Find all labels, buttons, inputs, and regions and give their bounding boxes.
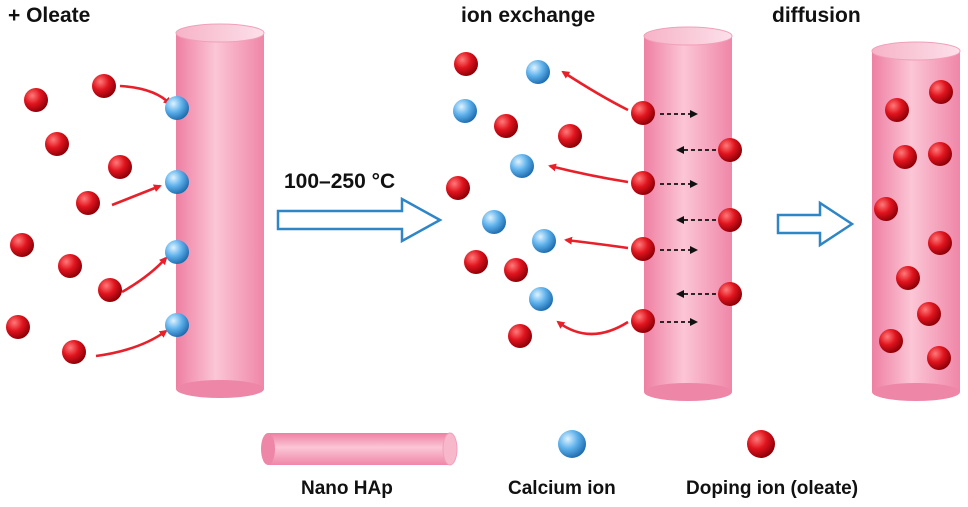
- calcium-ion: [165, 240, 189, 264]
- oleate-label: + Oleate: [8, 4, 91, 27]
- doping-ion: [24, 88, 48, 112]
- process-arrow-heat: [276, 196, 443, 244]
- doping-ion: [928, 231, 952, 255]
- doping-ion: [108, 155, 132, 179]
- red-arrow: [95, 329, 168, 358]
- panel3-doping-ions: [874, 80, 953, 370]
- red-arrow: [111, 184, 162, 207]
- doping-ion: [62, 340, 86, 364]
- diffusion-label: diffusion: [772, 4, 861, 27]
- legend-nano-hap-label: Nano HAp: [301, 478, 393, 499]
- temperature-label: 100–250 °C: [284, 170, 396, 193]
- doping-ion: [631, 237, 655, 261]
- legend-nano-hap-rod: [261, 432, 458, 466]
- calcium-ion: [482, 210, 506, 234]
- doping-ion: [508, 324, 532, 348]
- doping-ion: [718, 208, 742, 232]
- panel2-red-arrows: [548, 70, 629, 336]
- doping-ion: [929, 80, 953, 104]
- calcium-ion: [165, 170, 189, 194]
- calcium-ion: [510, 154, 534, 178]
- doping-ion: [92, 74, 116, 98]
- doping-ion: [58, 254, 82, 278]
- panel1-calcium-ions: [165, 96, 189, 337]
- doping-ion: [917, 302, 941, 326]
- calcium-ion: [532, 229, 556, 253]
- doping-ion: [879, 329, 903, 353]
- doping-ion: [718, 282, 742, 306]
- calcium-ion: [453, 99, 477, 123]
- legend-calcium-ion: [558, 430, 586, 458]
- doping-ion: [76, 191, 100, 215]
- doping-ion: [446, 176, 470, 200]
- panel1-red-arrows: [95, 84, 172, 358]
- red-arrow: [119, 84, 172, 106]
- red-arrow: [564, 236, 629, 250]
- doping-ion: [885, 98, 909, 122]
- calcium-ion: [529, 287, 553, 311]
- doping-ion: [631, 171, 655, 195]
- doping-ion: [874, 197, 898, 221]
- process-arrow-diffusion: [776, 200, 855, 248]
- panel1-doping-ions: [6, 74, 132, 364]
- calcium-ion: [526, 60, 550, 84]
- panel2-doping-ions: [446, 52, 742, 348]
- calcium-ion: [165, 313, 189, 337]
- doping-ion: [893, 145, 917, 169]
- hap-rod-exchange: [643, 26, 733, 401]
- legend-doping-ion-label: Doping ion (oleate): [686, 478, 859, 499]
- legend-doping-ion: [747, 430, 775, 458]
- doping-ion: [896, 266, 920, 290]
- panel2-dashed-arrows: [660, 110, 716, 326]
- doping-ion: [631, 309, 655, 333]
- ion-exchange-label: ion exchange: [461, 4, 596, 27]
- doping-ion: [10, 233, 34, 257]
- red-arrow: [548, 163, 629, 184]
- doping-ion: [504, 258, 528, 282]
- doping-ion: [464, 250, 488, 274]
- red-arrow: [556, 320, 629, 336]
- doping-ion: [6, 315, 30, 339]
- doping-ion: [718, 138, 742, 162]
- red-arrow: [121, 256, 168, 294]
- hap-rod-initial: [175, 23, 265, 398]
- doping-ion: [558, 124, 582, 148]
- doping-ion: [928, 142, 952, 166]
- legend-calcium-ion-label: Calcium ion: [508, 478, 616, 499]
- doping-ion: [45, 132, 69, 156]
- doping-ion: [98, 278, 122, 302]
- doping-ion: [494, 114, 518, 138]
- doping-ion: [631, 101, 655, 125]
- calcium-ion: [165, 96, 189, 120]
- panel2-calcium-ions: [453, 60, 556, 311]
- doping-ion: [927, 346, 951, 370]
- red-arrow: [561, 70, 629, 112]
- doping-ion: [454, 52, 478, 76]
